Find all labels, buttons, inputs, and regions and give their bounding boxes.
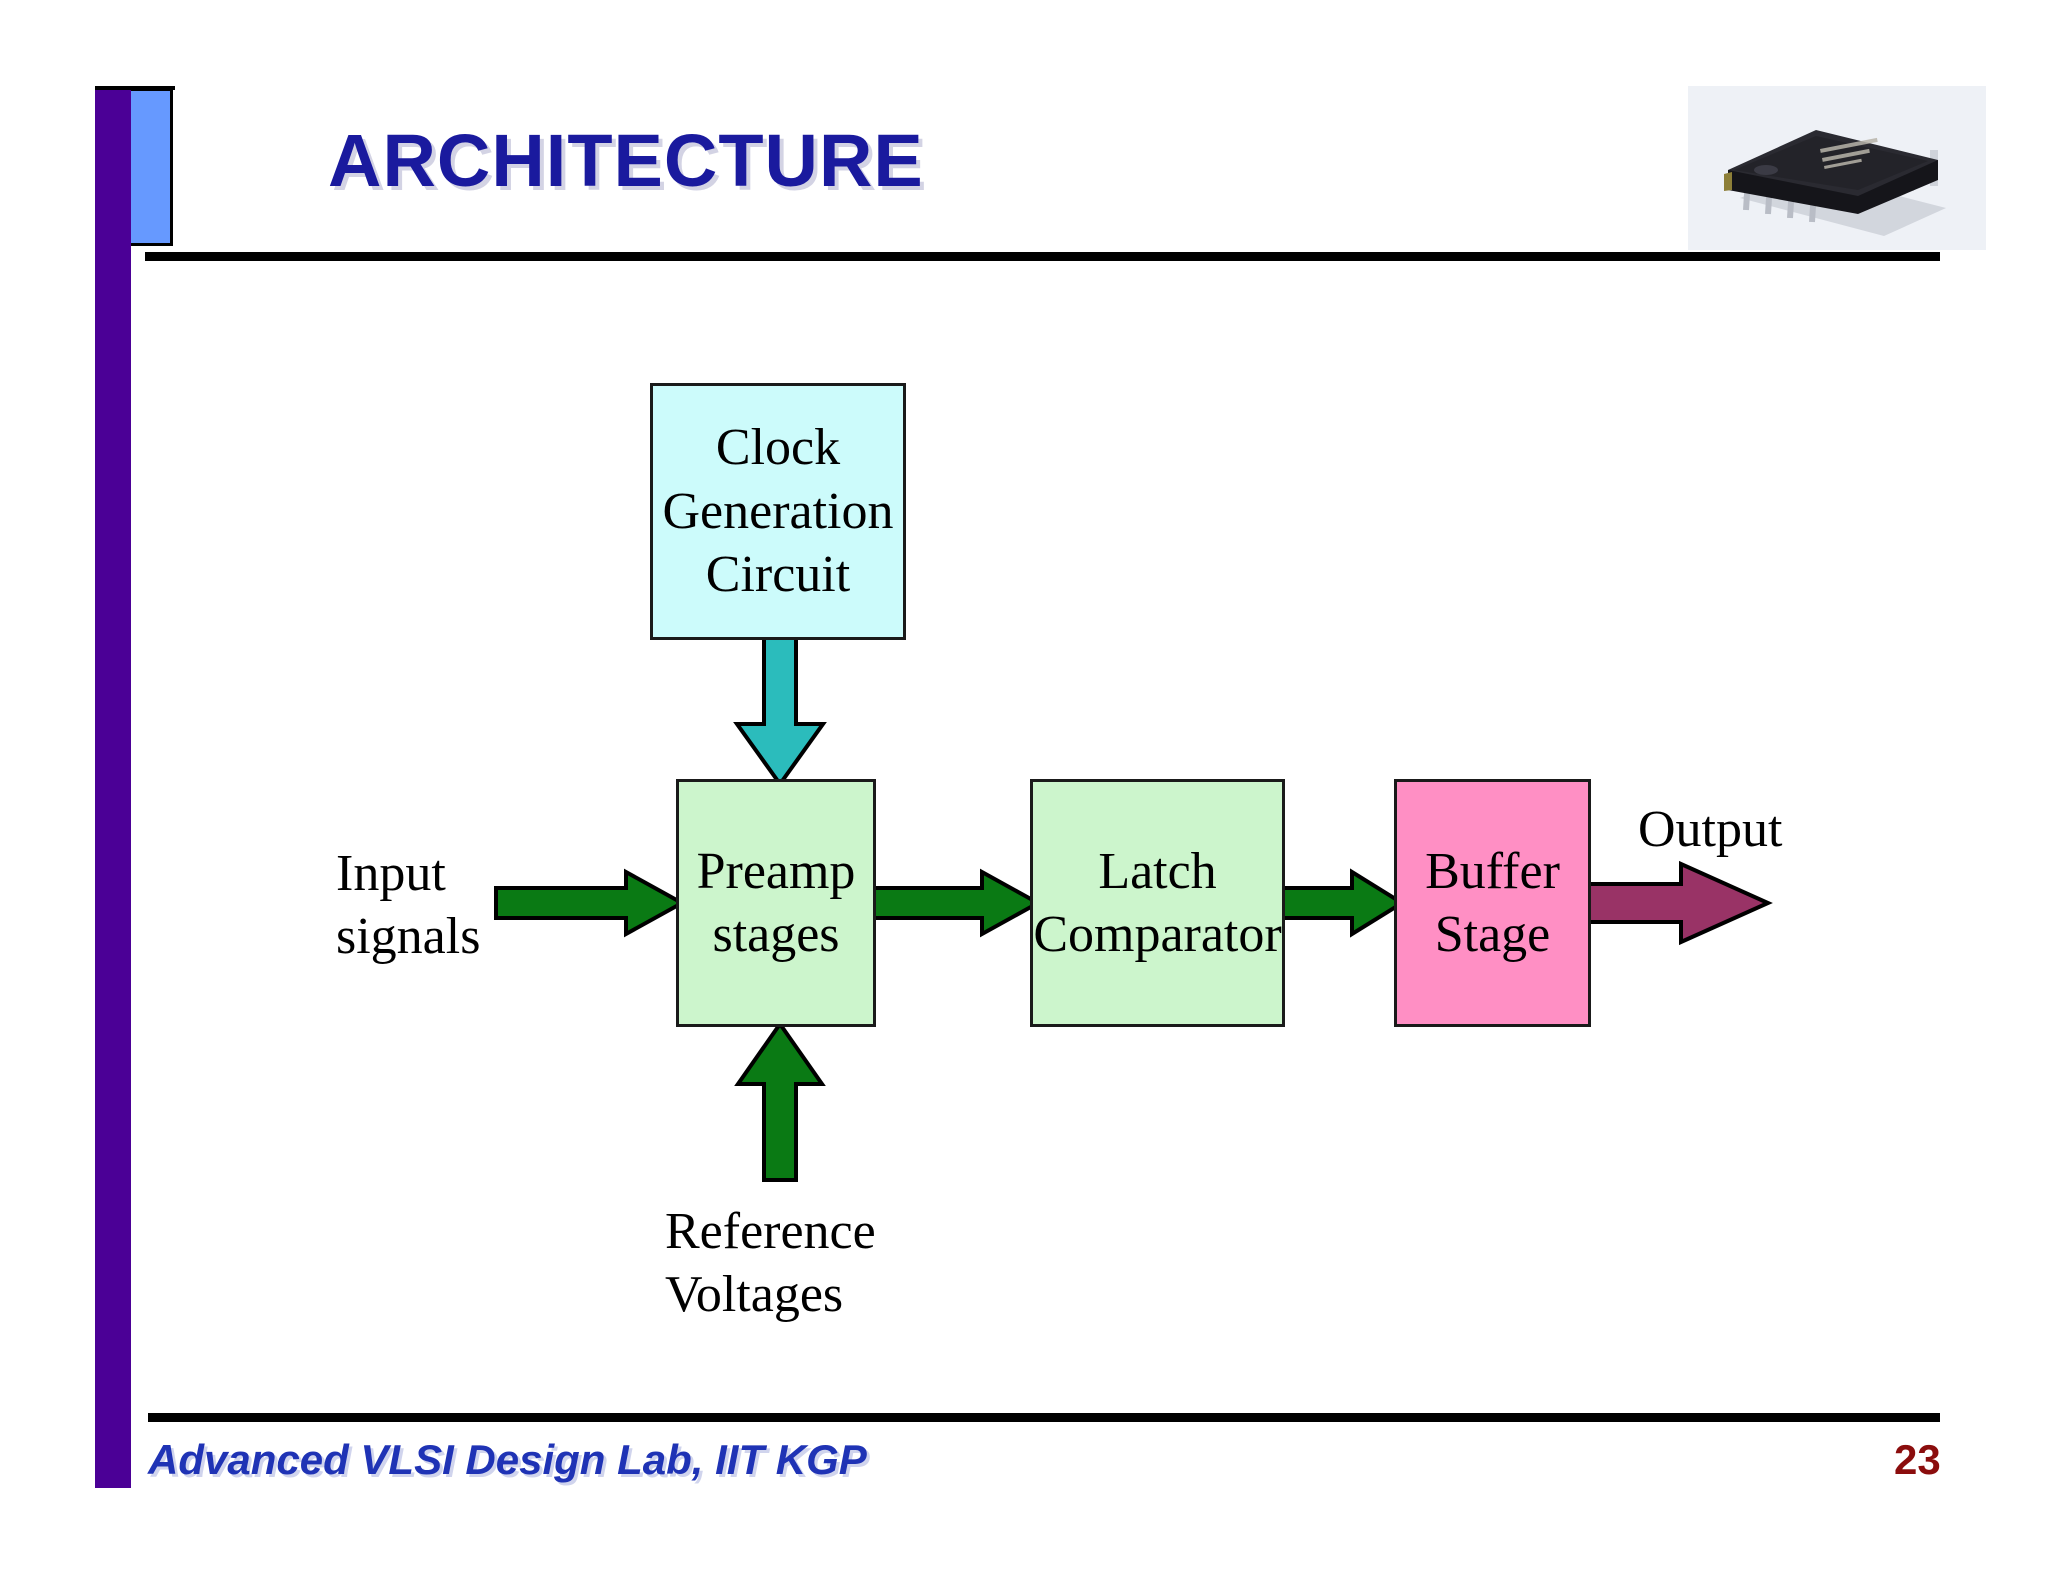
label-output-line-1: Output: [1638, 801, 1783, 858]
arrow-clock-to-preamp: [733, 630, 827, 788]
label-input-signals: Input signals: [336, 842, 480, 969]
label-input-line-2: signals: [336, 908, 481, 966]
label-input-line-1: Input: [336, 845, 446, 902]
label-reference-line-1: Reference: [665, 1203, 876, 1260]
block-latch-comparator: Latch Comparator: [1030, 779, 1285, 1027]
block-preamp-line-2: stages: [712, 906, 840, 963]
right-arrow-icon: [494, 868, 687, 938]
block-clock-line-3: Circuit: [705, 546, 851, 604]
tab-top-rule: [95, 86, 175, 90]
arrow-reference-to-preamp: [734, 1020, 826, 1182]
arrow-preamp-to-latch: [868, 868, 1043, 938]
arrow-input-to-preamp: [494, 868, 687, 938]
footer-divider: [148, 1413, 1940, 1422]
block-clock-line-1: Clock: [715, 419, 841, 477]
block-latch-line-2: Comparator: [1033, 906, 1282, 963]
header-divider: [145, 252, 1940, 261]
up-arrow-icon: [734, 1020, 826, 1182]
label-reference-voltages: Reference Voltages: [665, 1200, 876, 1327]
right-arrow-icon: [868, 868, 1043, 938]
purple-accent-bar: [95, 88, 131, 1488]
arrow-latch-to-buffer: [1278, 868, 1406, 938]
block-preamp-stages: Preamp stages: [676, 779, 876, 1027]
block-clock-generation-circuit: Clock Generation Circuit: [650, 383, 906, 640]
block-buffer-line-1: Buffer: [1425, 842, 1560, 900]
block-buffer-line-2: Stage: [1434, 906, 1551, 963]
footer-label: Advanced VLSI Design Lab, IIT KGP: [148, 1436, 867, 1483]
arrow-buffer-to-output: [1583, 860, 1773, 946]
ic-chip-illustration: [1688, 86, 1986, 250]
block-clock-line-2: Generation: [662, 482, 894, 540]
label-output: Output: [1638, 798, 1782, 861]
blue-accent-tab: [131, 88, 173, 246]
right-arrow-icon: [1583, 860, 1773, 946]
right-arrow-icon: [1278, 868, 1406, 938]
block-buffer-stage: Buffer Stage: [1394, 779, 1591, 1027]
page-title: ARCHITECTURE: [328, 119, 924, 202]
down-arrow-icon: [733, 630, 827, 788]
ic-chip-photo: [1688, 86, 1986, 250]
slide-number: 23: [1894, 1436, 1941, 1483]
block-preamp-line-1: Preamp: [696, 842, 856, 900]
label-reference-line-2: Voltages: [665, 1266, 844, 1324]
block-latch-line-1: Latch: [1098, 842, 1217, 900]
